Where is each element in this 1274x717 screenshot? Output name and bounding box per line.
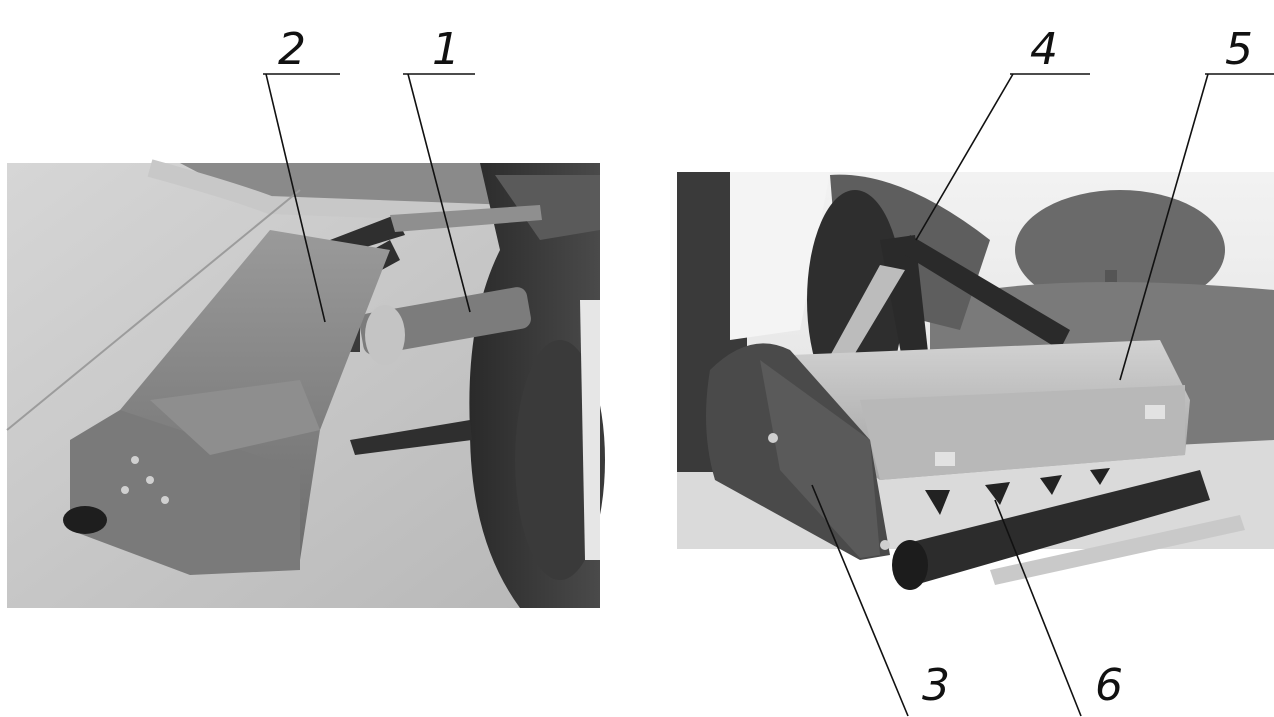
callout-6-leader [994,499,1082,717]
callout-5-leader [1119,73,1209,381]
callout-2: 2 [263,24,340,323]
callout-3-label: 3 [922,660,950,711]
callout-4-label: 4 [1030,24,1058,75]
callout-6: 6 [994,499,1123,717]
callout-2-leader [265,73,326,323]
callout-4-leader [915,73,1014,241]
callout-1: 1 [403,24,475,313]
callout-1-label: 1 [432,24,460,75]
callout-5-label: 5 [1225,24,1253,75]
callout-4: 4 [915,24,1090,241]
callout-1-leader [407,73,471,313]
callout-3-leader [811,484,909,717]
left-photo [6,159,605,608]
right-photo [677,172,1274,590]
callout-2-label: 2 [278,24,306,75]
callout-3: 3 [811,484,950,717]
callout-5: 5 [1119,24,1274,381]
callout-6-label: 6 [1095,660,1123,711]
